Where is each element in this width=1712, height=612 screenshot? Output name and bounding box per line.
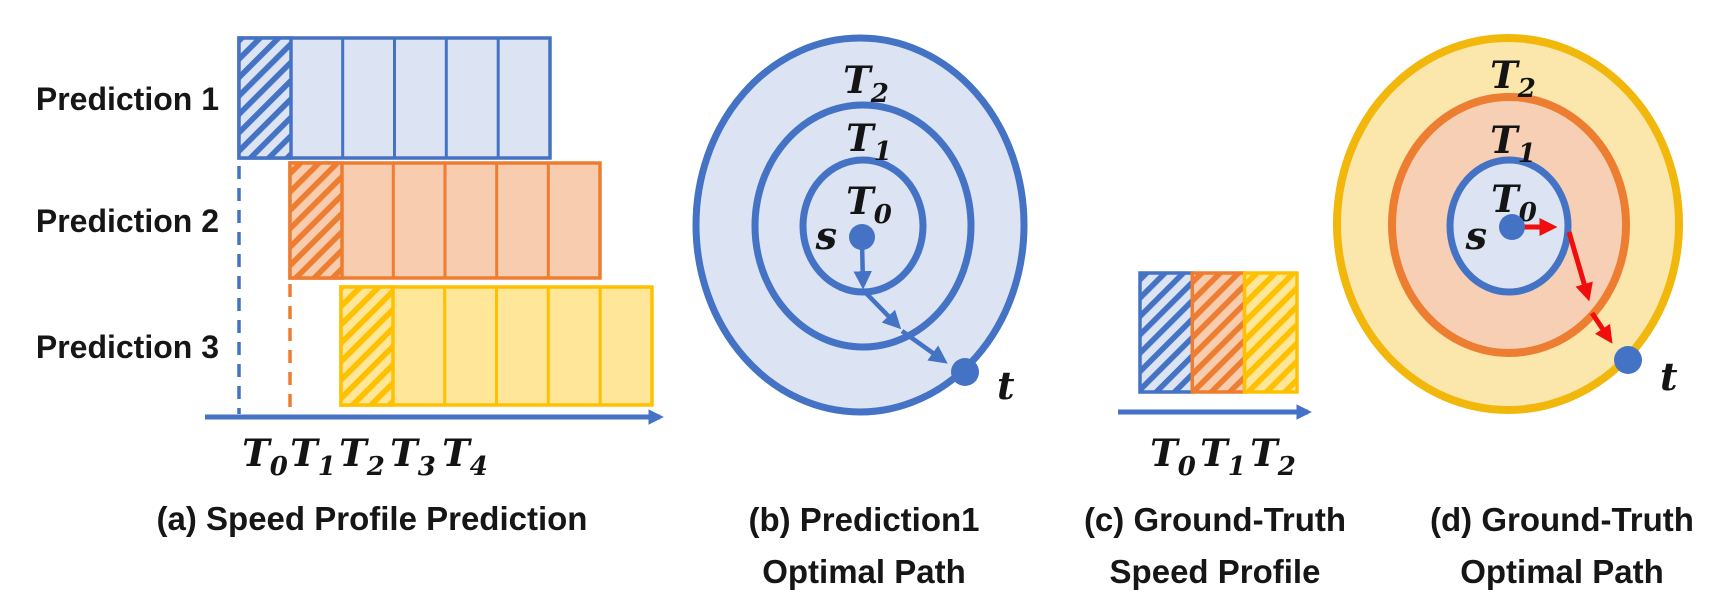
gt-segment-t0 [1138,271,1195,394]
panel-b-caption-line2: Optimal Path [762,553,966,590]
panel-c-ground-truth-speed-profile: T0 T1 T2 (c) Ground-Truth Speed Profile [1084,271,1346,590]
ring-label-t1-d: T1 [1490,118,1536,169]
target-node-b [951,358,979,386]
tick-t4: T4 [442,431,488,482]
prediction-1-bar [237,36,552,160]
tick-t0: T0 [242,431,288,482]
target-node-d [1614,346,1642,374]
ring-label-t0-b: T0 [846,179,892,230]
prediction-3-hatched-segment [339,285,395,407]
panel-d-ground-truth-optimal-path: T2 T1 T0 s t (d) Ground-Truth Optimal Pa… [1333,34,1694,590]
panel-a-caption: (a) Speed Profile Prediction [157,500,588,537]
ring-label-t2-d: T2 [1490,53,1536,104]
prediction-3-bar [339,285,654,407]
start-label-b: s [815,213,837,258]
panel-c-caption-line1: (c) Ground-Truth [1084,501,1346,538]
panel-b-caption-line1: (b) Prediction1 [748,501,979,538]
prediction-1-hatched-segment [237,36,293,160]
panel-d-caption-line2: Optimal Path [1460,553,1664,590]
start-node-b [849,224,875,250]
optimal-path-d [1524,218,1613,344]
tick-c-t1: T1 [1200,431,1246,482]
gt-segment-t2 [1242,271,1299,394]
panel-c-caption-line2: Speed Profile [1110,553,1321,590]
prediction-3-label: Prediction 3 [36,329,219,365]
time-ticks-c: T0 T1 T2 [1150,431,1296,482]
tick-t3: T3 [390,431,436,482]
ring-label-t2-b: T2 [843,58,889,109]
target-label-b: t [997,363,1015,408]
reach-ring-t1-b [751,101,975,351]
prediction-2-hatched-segment [288,161,344,280]
start-node-d [1499,214,1525,240]
ground-truth-bar [1138,271,1299,394]
tick-c-t0: T0 [1150,431,1196,482]
prediction-1-label: Prediction 1 [36,81,219,117]
panel-d-caption-line1: (d) Ground-Truth [1430,501,1694,538]
gt-segment-t1 [1190,271,1247,394]
prediction-2-label: Prediction 2 [36,203,219,239]
panel-a-speed-profile-prediction: Prediction 1 Prediction 2 Prediction 3 [36,36,664,537]
start-label-d: s [1465,213,1487,258]
panel-b-prediction1-optimal-path: T2 T1 T0 s t (b) Prediction1 Optimal Pat… [692,34,1028,590]
time-ticks-a: T0 T1 T2 T3 T4 [242,431,488,482]
prediction-2-bar [288,161,602,280]
target-label-d: t [1660,354,1678,399]
ring-label-t1-b: T1 [846,116,892,167]
tick-t1: T1 [290,431,336,482]
tick-t2: T2 [339,431,385,482]
tick-c-t2: T2 [1250,431,1296,482]
